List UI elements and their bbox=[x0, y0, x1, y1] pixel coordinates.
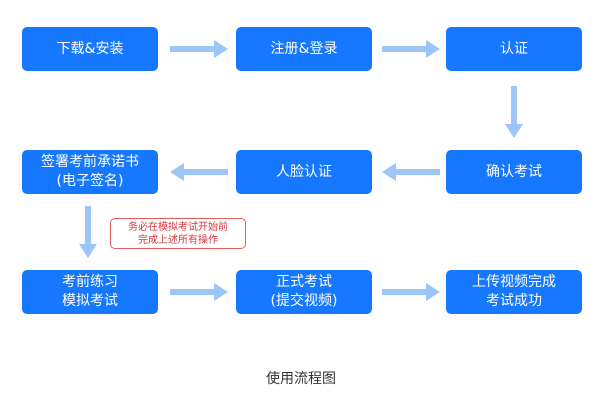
step-label: 上传视频完成 bbox=[472, 274, 556, 290]
step-practice-mock: 考前练习 模拟考试 bbox=[22, 270, 158, 314]
step-label: 认证 bbox=[500, 40, 528, 57]
step-formal-exam: 正式考试 (提交视频) bbox=[236, 270, 372, 314]
step-label: 确认考试 bbox=[486, 163, 542, 180]
step-sign-pledge: 签署考前承诺书 (电子签名) bbox=[22, 150, 158, 194]
step-label: 考前练习 bbox=[62, 274, 118, 290]
step-label: 签署考前承诺书 bbox=[41, 154, 139, 170]
step-register-login: 注册&登录 bbox=[236, 27, 372, 71]
step-label: 正式考试 bbox=[276, 274, 332, 290]
step-label: 人脸认证 bbox=[276, 163, 332, 180]
step-sublabel: (电子签名) bbox=[56, 173, 124, 189]
step-sublabel: 考试成功 bbox=[486, 293, 542, 309]
step-verification: 认证 bbox=[446, 27, 582, 71]
arrow-left-icon bbox=[382, 163, 440, 181]
step-label: 注册&登录 bbox=[270, 40, 338, 57]
step-confirm-exam: 确认考试 bbox=[446, 150, 582, 194]
arrow-right-icon bbox=[382, 40, 440, 58]
arrow-right-icon bbox=[170, 40, 228, 58]
step-label: 下载&安装 bbox=[56, 40, 124, 57]
arrow-down-icon bbox=[79, 206, 97, 258]
step-sublabel: 模拟考试 bbox=[62, 293, 118, 309]
warning-note-line: 务必在模拟考试开始前 bbox=[128, 221, 228, 233]
step-upload-video: 上传视频完成 考试成功 bbox=[446, 270, 582, 314]
arrow-right-icon bbox=[170, 283, 228, 301]
arrow-down-icon bbox=[505, 86, 523, 138]
arrow-right-icon bbox=[382, 283, 440, 301]
step-download-install: 下载&安装 bbox=[22, 27, 158, 71]
arrow-left-icon bbox=[170, 163, 228, 181]
step-face-verification: 人脸认证 bbox=[236, 150, 372, 194]
warning-note: 务必在模拟考试开始前 完成上述所有操作 bbox=[110, 218, 246, 249]
figure-caption: 使用流程图 bbox=[266, 371, 336, 387]
warning-note-line: 完成上述所有操作 bbox=[138, 234, 218, 246]
step-sublabel: (提交视频) bbox=[270, 293, 338, 309]
